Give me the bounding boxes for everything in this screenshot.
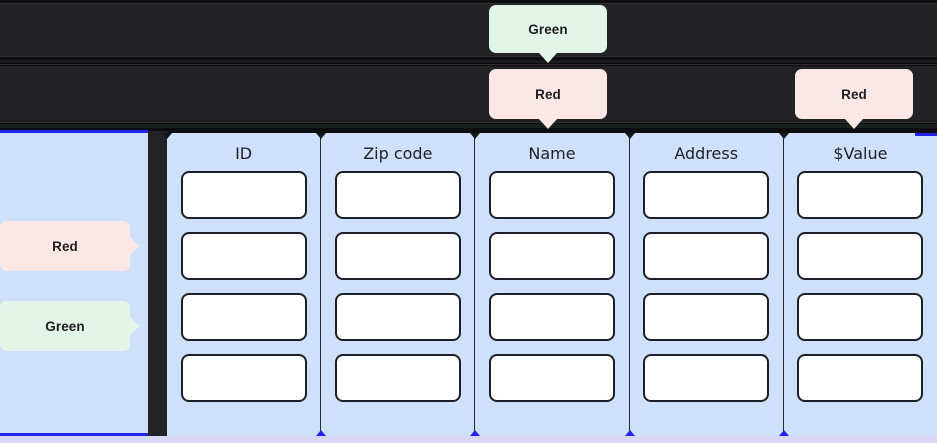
background-band-top [0,4,937,56]
tooltip-label: Red [535,86,561,102]
table-column-address[interactable]: Address [624,133,783,436]
data-table: ID Zip code Name [162,133,937,436]
table-cell[interactable] [334,232,461,280]
column-header-label: Zip code [363,144,433,163]
column-cells [784,171,937,402]
column-tick-bottom-icon [470,430,481,436]
table-cell[interactable] [180,354,307,402]
column-tick-bottom-icon [778,430,789,436]
table-cell[interactable] [180,232,307,280]
left-panel [0,133,148,436]
column-tick-bottom-icon [316,430,327,436]
background-band-bottom [0,124,937,128]
table-cell[interactable] [489,232,615,280]
column-cells [167,171,320,402]
table-cell[interactable] [180,171,307,219]
left-panel-top-rule [0,130,148,133]
column-tick-bottom-icon [624,430,635,436]
table-column-value[interactable]: $Value [778,133,937,436]
background-band-second [0,66,937,122]
column-cells [475,171,628,402]
table-cell[interactable] [489,354,615,402]
column-cells [321,171,474,402]
tooltip-red-sidebar[interactable]: Red [0,221,130,271]
tooltip-green-top-arrow-icon [539,53,557,63]
column-tick-icon [162,133,172,139]
table-cell[interactable] [334,354,461,402]
tooltip-label: Red [52,238,78,254]
tooltip-red-right-arrow-icon [845,119,863,129]
table-cell[interactable] [643,293,770,341]
column-tick-icon [624,133,635,139]
table-cell[interactable] [489,293,615,341]
table-cell[interactable] [334,293,461,341]
table-cell[interactable] [643,354,770,402]
tooltip-green-sidebar[interactable]: Green [0,301,130,351]
table-top-rule [915,133,937,136]
tooltip-label: Red [841,86,867,102]
tooltip-red-center[interactable]: Red [489,69,607,119]
column-cells [630,171,783,402]
tooltip-label: Green [45,318,85,334]
band-seam [0,64,937,65]
band-seam [0,122,937,123]
tooltip-label: Green [528,21,568,37]
table-cell[interactable] [643,232,770,280]
left-panel-bottom-rule [0,433,152,436]
table-cell[interactable] [797,171,924,219]
tooltip-red-right[interactable]: Red [795,69,913,119]
column-header-label: $Value [833,144,888,163]
background-band-gap [0,60,937,63]
band-seam [0,3,937,4]
table-cell[interactable] [489,171,615,219]
column-header-label: Name [528,144,576,163]
tooltip-green-top[interactable]: Green [489,5,607,53]
table-cell[interactable] [334,171,461,219]
table-cell[interactable] [797,232,924,280]
column-tick-icon [778,133,789,139]
tooltip-green-sidebar-arrow-icon [130,317,140,335]
table-column-zip-code[interactable]: Zip code [316,133,475,436]
bottom-strip [0,436,937,443]
column-header-label: Address [674,144,739,163]
table-cell[interactable] [643,171,770,219]
table-cell[interactable] [180,293,307,341]
tooltip-red-center-arrow-icon [539,119,557,129]
band-seam [0,56,937,57]
table-column-name[interactable]: Name [470,133,629,436]
table-cell[interactable] [797,293,924,341]
table-column-id[interactable]: ID [162,133,321,436]
column-header-label: ID [235,144,253,163]
column-tick-icon [316,133,327,139]
column-tick-icon [470,133,481,139]
table-cell[interactable] [797,354,924,402]
vertical-gutter-bar [148,131,168,438]
tooltip-red-sidebar-arrow-icon [130,237,140,255]
